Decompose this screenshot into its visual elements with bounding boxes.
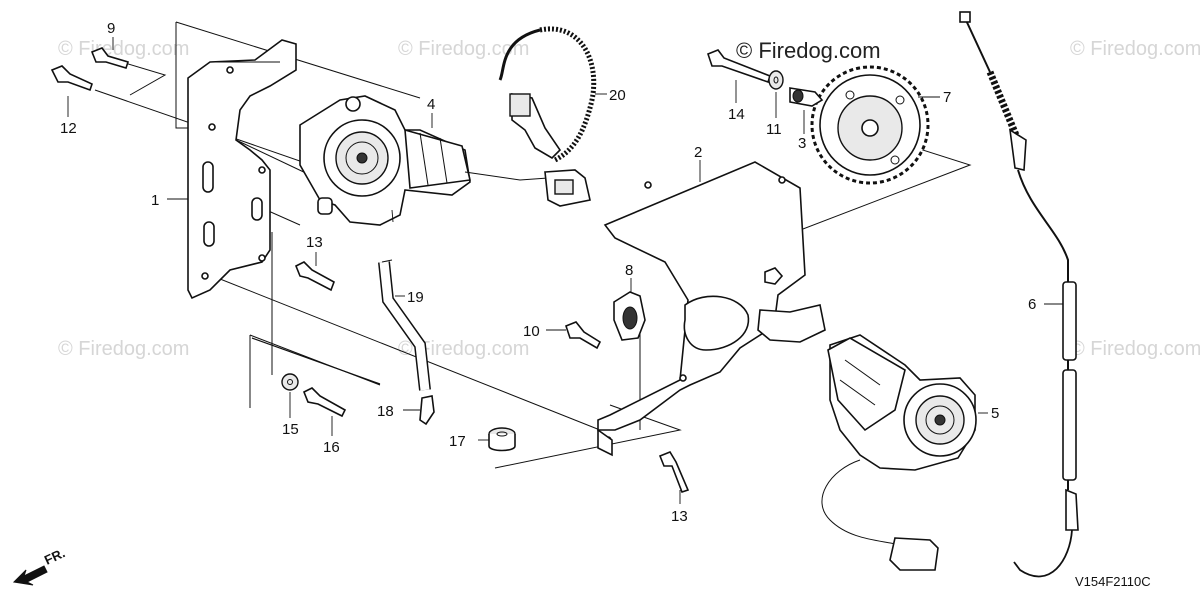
watermark-text: © Firedog.com: [58, 338, 189, 360]
front-direction-indicator: FR.: [12, 545, 67, 586]
callout-16: 16: [323, 439, 340, 456]
callout-4: 4: [427, 96, 435, 113]
drive-gear: [810, 65, 930, 185]
bolt-12: [50, 65, 93, 92]
callout-18: 18: [377, 403, 394, 420]
watermark-group: © Firedog.com © Firedog.com © Firedog.co…: [58, 38, 1200, 360]
callout-12: 12: [60, 120, 77, 137]
watermark-text: © Firedog.com: [1070, 338, 1200, 360]
callout-9: 9: [107, 20, 115, 37]
watermark-main-text: © Firedog.com: [736, 38, 881, 63]
callout-10: 10: [523, 323, 540, 340]
power-motor-lower: [821, 334, 977, 571]
reference-frame: [251, 337, 381, 385]
callout-5: 5: [991, 405, 999, 422]
motor-bracket: [597, 161, 826, 457]
front-arrow-icon: [12, 565, 48, 586]
callout-13a: 13: [306, 234, 323, 251]
front-label: FR.: [42, 545, 67, 567]
nut: [764, 267, 784, 285]
bolt-10: [565, 321, 602, 350]
washer-15: [281, 373, 299, 391]
watermark-text: © Firedog.com: [1070, 38, 1200, 60]
diagram-code: V154F2110C: [1075, 574, 1151, 589]
bolt-washer-collar: [707, 49, 824, 107]
valve: [419, 395, 435, 426]
bolt-16: [302, 387, 347, 418]
callout-6: 6: [1028, 296, 1036, 313]
cable-strap: [498, 26, 597, 163]
watermark-text: © Firedog.com: [398, 338, 529, 360]
callout-13b: 13: [671, 508, 688, 525]
callout-7: 7: [943, 89, 951, 106]
watermark-text: © Firedog.com: [398, 38, 529, 60]
callout-3: 3: [798, 135, 806, 152]
power-motor-upper: [299, 95, 591, 226]
bolt-13b: [658, 451, 690, 494]
bolt-9: [90, 47, 130, 69]
control-cable: [959, 11, 1079, 578]
leader-lines: [67, 37, 1063, 504]
mounting-plate: [187, 39, 297, 300]
callout-2: 2: [694, 144, 702, 161]
fasteners: [50, 47, 784, 494]
callout-17: 17: [449, 433, 466, 450]
bolt-13a: [294, 261, 335, 292]
callout-labels: 1 2 3 4 5 6 7 8 9 10 11 12 13 13 14 15 1…: [60, 20, 1036, 525]
callout-20: 20: [609, 87, 626, 104]
drain-hose: [378, 259, 431, 391]
grommet: [488, 427, 516, 452]
callout-1: 1: [151, 192, 159, 209]
callout-8: 8: [625, 262, 633, 279]
clip: [613, 291, 646, 341]
callout-11: 11: [766, 121, 782, 138]
watermark-text: © Firedog.com: [58, 38, 189, 60]
callout-15: 15: [282, 421, 299, 438]
callout-19: 19: [407, 289, 424, 306]
callout-14: 14: [728, 106, 745, 123]
